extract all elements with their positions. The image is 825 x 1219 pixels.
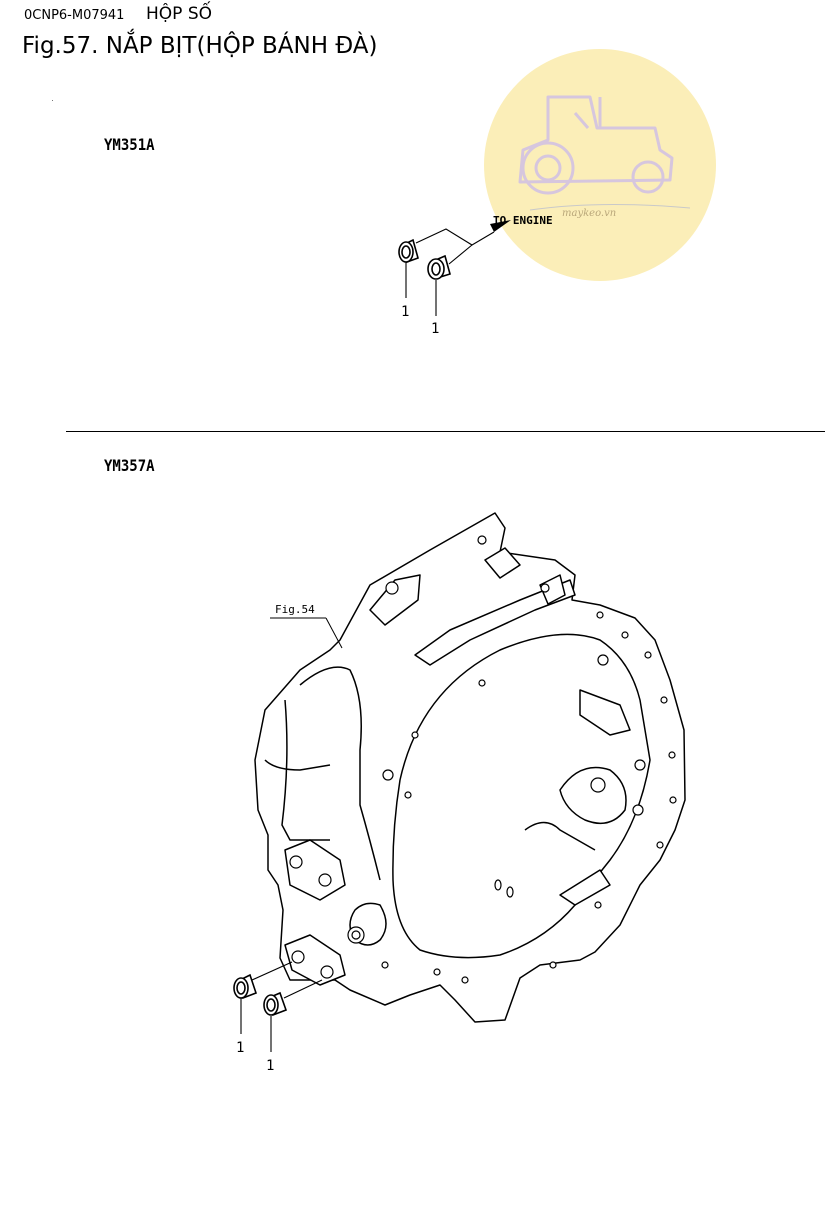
- watermark-logo: maykeo.vn: [484, 49, 716, 281]
- direction-arrow: [490, 220, 511, 232]
- speck: [52, 100, 53, 101]
- plug-part-bottom-left: [233, 973, 258, 1000]
- plug-part-top-left: [398, 238, 419, 264]
- model-label-top: YM351A: [104, 136, 155, 155]
- to-engine-label: TO ENGINE: [493, 214, 553, 227]
- callout-1-top-a: 1: [401, 304, 409, 320]
- callout-1-top-b: 1: [431, 321, 439, 337]
- plug-part-top-right: [427, 254, 451, 280]
- bolt-holes: [289, 535, 677, 984]
- leader-lines-bottom: [240, 961, 323, 1052]
- leader-lines-top: [405, 228, 495, 316]
- section-title: HỘP SỐ: [146, 4, 212, 24]
- flywheel-housing: [254, 512, 686, 1023]
- plug-part-bottom-right: [263, 991, 288, 1017]
- doc-code: 0CNP6-M07941: [24, 8, 125, 23]
- section-divider: [66, 431, 825, 432]
- callout-1-bottom-b: 1: [266, 1058, 274, 1074]
- watermark-text: maykeo.vn: [562, 208, 616, 219]
- model-label-bottom: YM357A: [104, 457, 155, 476]
- callout-1-bottom-a: 1: [236, 1040, 244, 1056]
- reference-label: Fig.54: [275, 603, 315, 616]
- reference-leader: [270, 617, 343, 649]
- figure-title: Fig.57. NẮP BỊT(HỘP BÁNH ĐÀ): [22, 33, 378, 59]
